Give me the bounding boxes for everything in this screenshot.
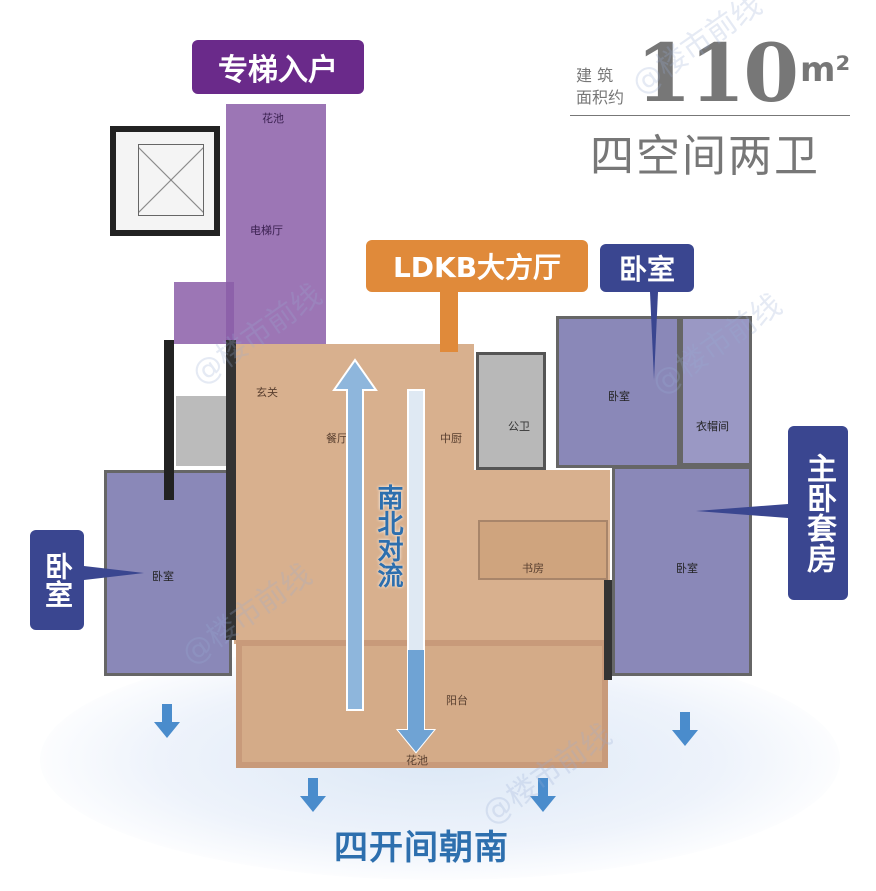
arrow-down-icon bbox=[530, 778, 556, 812]
master-bedroom-room bbox=[612, 466, 752, 676]
ventilation-arrows bbox=[332, 358, 437, 754]
room-closet: 衣帽间 bbox=[696, 420, 729, 433]
room-dining: 餐厅 bbox=[326, 432, 348, 445]
arrow-down-icon bbox=[154, 704, 180, 738]
room-master-bedroom: 卧室 bbox=[676, 562, 698, 575]
arrow-up-icon bbox=[332, 358, 378, 711]
room-foyer: 玄关 bbox=[256, 386, 278, 399]
closet-room bbox=[680, 316, 752, 466]
room-study: 书房 bbox=[522, 562, 544, 575]
public-bath-room bbox=[476, 352, 546, 470]
master-suite-tag: 主卧套房 bbox=[788, 426, 848, 600]
room-flower-bed-bottom: 花池 bbox=[406, 754, 428, 767]
ldkb-tag: LDKB大方厅 bbox=[366, 240, 588, 292]
header-divider bbox=[570, 115, 850, 116]
area-label-2: 面积约 bbox=[576, 88, 625, 107]
area-unit: m² bbox=[800, 50, 851, 90]
room-bedroom-w: 卧室 bbox=[152, 570, 174, 583]
room-balcony: 阳台 bbox=[446, 694, 468, 707]
room-elevator-hall: 电梯厅 bbox=[250, 224, 283, 237]
room-flower-bed-top: 花池 bbox=[262, 112, 284, 125]
elevator-entry-tag: 专梯入户 bbox=[192, 40, 364, 94]
room-bedroom-nw: 卧室 bbox=[608, 390, 630, 403]
arrow-down-icon bbox=[300, 778, 326, 812]
bedroom-nw-room bbox=[556, 316, 680, 468]
ldkb-pointer bbox=[440, 292, 458, 352]
study-room bbox=[478, 520, 608, 580]
area-label-1: 建 筑 bbox=[576, 66, 614, 85]
layout-summary: 四空间两卫 bbox=[590, 131, 820, 182]
wall bbox=[604, 580, 612, 680]
room-public-bath: 公卫 bbox=[508, 420, 530, 433]
elevator-hall-extension bbox=[174, 282, 234, 344]
area-value: 110 bbox=[636, 26, 799, 120]
elevator-hall-room bbox=[226, 104, 326, 344]
south-facing-label: 四开间朝南 bbox=[334, 828, 509, 868]
room-kitchen: 中厨 bbox=[440, 432, 462, 445]
bedroom-top-pointer bbox=[650, 292, 658, 380]
bedroom-left-tag: 卧室 bbox=[30, 530, 84, 630]
bedroom-top-tag: 卧室 bbox=[600, 244, 694, 292]
arrow-down-icon bbox=[672, 712, 698, 746]
wall bbox=[226, 340, 236, 640]
wall bbox=[164, 340, 174, 500]
elevator-icon bbox=[138, 144, 204, 216]
corridor-bath bbox=[176, 396, 234, 466]
ventilation-label: 南北对流 bbox=[373, 484, 403, 588]
